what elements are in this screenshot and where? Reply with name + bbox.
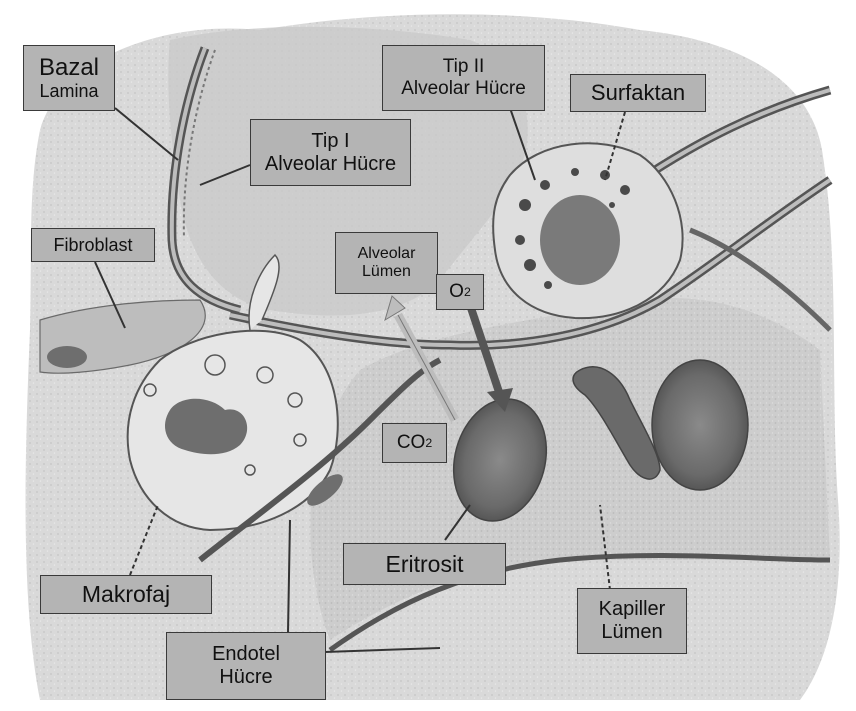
label-co2-base: CO (397, 432, 426, 454)
label-eritrosit: Eritrosit (343, 543, 506, 585)
label-surfaktan: Surfaktan (570, 74, 706, 112)
erythrocyte-right (652, 360, 748, 490)
label-tip2-line2: Alveolar Hücre (401, 78, 526, 100)
label-alveolar-lumen-line2: Lümen (362, 263, 411, 281)
label-fibroblast-text: Fibroblast (53, 235, 132, 256)
label-tip2-line1: Tip II (443, 56, 485, 78)
label-makrofaj-text: Makrofaj (82, 581, 170, 607)
label-alveolar-lumen-line1: Alveolar (358, 245, 416, 263)
label-endotel-line1: Endotel (212, 643, 280, 666)
label-endotel-line2: Hücre (219, 666, 272, 689)
label-endotel-hucre: Endotel Hücre (166, 632, 326, 700)
label-kapiller-line2: Lümen (601, 621, 662, 644)
label-kapiller-lumen: Kapiller Lümen (577, 588, 687, 654)
label-tip1-line1: Tip I (311, 130, 349, 153)
label-o2-base: O (449, 281, 464, 303)
label-fibroblast: Fibroblast (31, 228, 155, 262)
label-co2-sub: 2 (425, 436, 432, 450)
label-makrofaj: Makrofaj (40, 575, 212, 614)
label-bazal-lamina-line2: Lamina (39, 81, 98, 102)
label-o2-sub: 2 (464, 285, 471, 299)
label-bazal-lamina: Bazal Lamina (23, 45, 115, 111)
label-tip2-alveolar-hucre: Tip II Alveolar Hücre (382, 45, 545, 111)
label-eritrosit-text: Eritrosit (386, 551, 464, 577)
label-tip1-alveolar-hucre: Tip I Alveolar Hücre (250, 119, 411, 186)
label-kapiller-line1: Kapiller (599, 598, 666, 621)
label-tip1-line2: Alveolar Hücre (265, 153, 396, 176)
fibroblast-nucleus (47, 346, 87, 368)
label-bazal-lamina-line1: Bazal (39, 54, 99, 82)
type-ii-nucleus (540, 195, 620, 285)
label-alveolar-lumen: Alveolar Lümen (335, 232, 438, 294)
label-surfaktan-text: Surfaktan (591, 80, 685, 105)
